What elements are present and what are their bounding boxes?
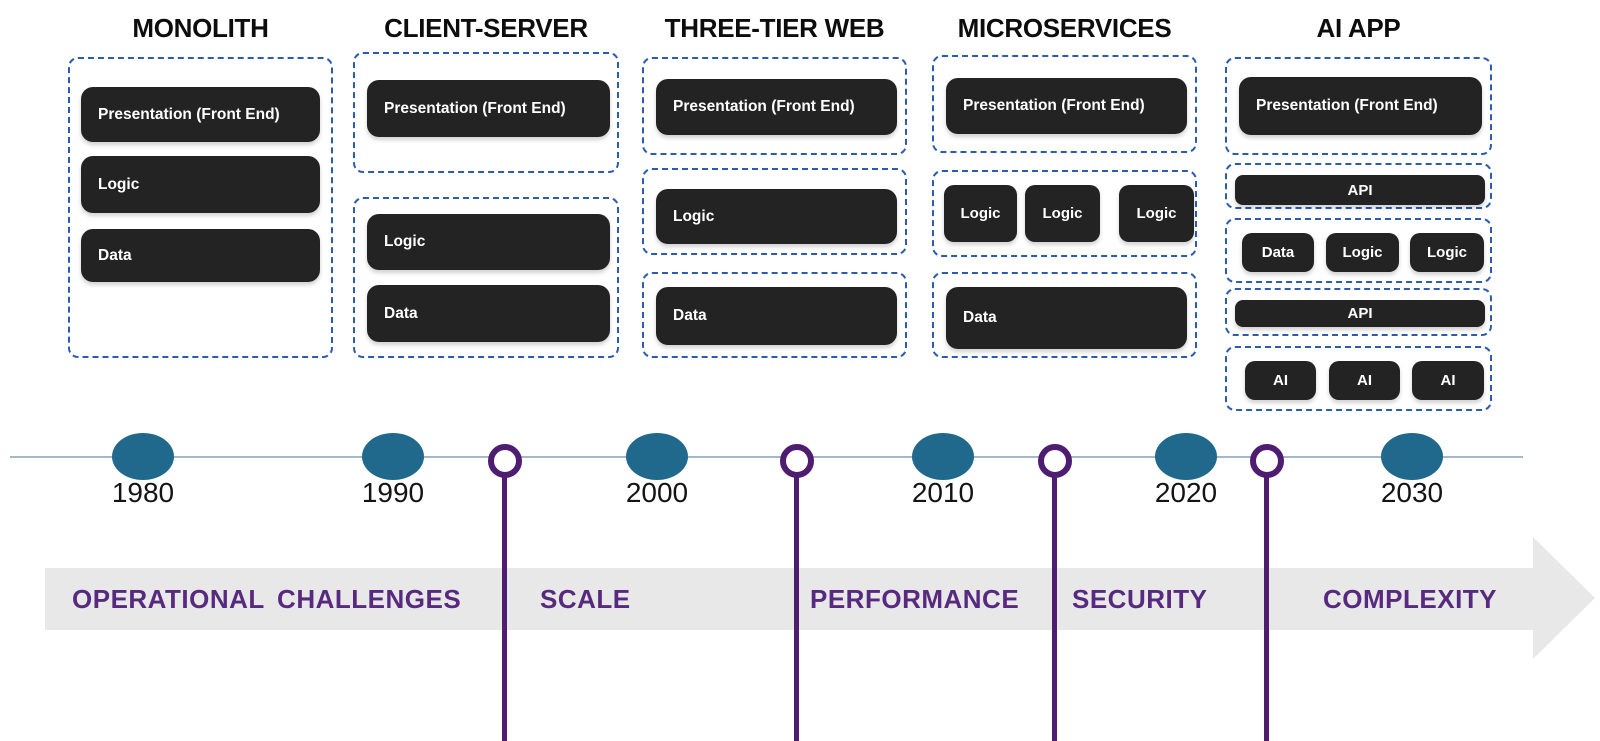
tier-box-logic: Logic [1326,233,1399,272]
challenge-label-security: SECURITY [1072,584,1208,614]
tier-group: Presentation (Front End) [932,55,1197,153]
tier-box-ai: AI [1412,361,1484,400]
tier-box-logic: Logic [944,185,1017,242]
challenge-label-scale: SCALE [540,584,631,614]
tier-box-data: Data [946,287,1187,349]
milestone-stem [794,476,799,741]
milestone-circle [1038,444,1072,478]
tier-group: Data Logic Logic [1225,218,1492,283]
tier-group: Data [932,272,1197,358]
tier-box-api: API [1235,175,1485,205]
challenge-label-operational: OPERATIONAL CHALLENGES [72,584,462,614]
challenge-label-complexity: COMPLEXITY [1323,584,1498,614]
tier-box-logic: Logic [656,189,897,244]
tier-box-presentation: Presentation (Front End) [1239,77,1482,135]
challenge-label-performance: PERFORMANCE [810,584,1020,614]
tier-box-logic: Logic [1025,185,1100,242]
timeline-dot-2030 [1381,433,1443,480]
tier-box-data: Data [81,229,320,282]
timeline-dot-2020 [1155,433,1217,480]
column-title-ai-app: AI APP [1316,13,1401,43]
tier-box-ai: AI [1329,361,1400,400]
column-title-client-server: CLIENT-SERVER [384,13,588,43]
tier-group: Logic Data [353,197,619,358]
tier-box-api: API [1235,300,1485,327]
timeline-dot-2010 [912,433,974,480]
timeline-axis [10,456,1523,458]
year-label: 2030 [1380,477,1444,508]
tier-box-presentation: Presentation (Front End) [656,79,897,135]
tier-group: Presentation (Front End) [353,52,619,173]
challenges-arrow-band [45,568,1533,630]
milestone-circle [780,444,814,478]
year-label: 2000 [625,477,689,508]
tier-box-presentation: Presentation (Front End) [367,80,610,137]
tier-box-data: Data [656,287,897,345]
tier-box-logic: Logic [367,214,610,270]
year-label: 1980 [111,477,175,508]
tier-box-ai: AI [1245,361,1316,400]
milestone-stem [502,476,507,741]
tier-box-logic: Logic [81,156,320,213]
tier-group: API [1225,288,1492,336]
year-label: 1990 [361,477,425,508]
tier-group: Presentation (Front End) Logic Data [68,57,333,358]
year-label: 2020 [1154,477,1218,508]
tier-box-data: Data [367,285,610,342]
tier-group: Data [642,272,907,358]
column-title-microservices: MICROSERVICES [957,13,1172,43]
milestone-circle [488,444,522,478]
tier-box-logic: Logic [1119,185,1194,242]
milestone-stem [1264,476,1269,741]
tier-group: Presentation (Front End) [642,57,907,155]
milestone-circle [1250,444,1284,478]
column-title-monolith: MONOLITH [132,13,269,43]
tier-group: Presentation (Front End) [1225,57,1492,155]
tier-box-presentation: Presentation (Front End) [81,87,320,142]
tier-box-data: Data [1242,233,1314,272]
tier-box-presentation: Presentation (Front End) [946,78,1187,134]
tier-group: AI AI AI [1225,346,1492,411]
tier-group: Logic Logic Logic [932,170,1197,257]
milestone-stem [1052,476,1057,741]
column-title-three-tier: THREE-TIER WEB [664,13,885,43]
year-label: 2010 [911,477,975,508]
tier-group: API [1225,163,1492,209]
timeline-dot-1980 [112,433,174,480]
arrow-head [1533,537,1595,659]
timeline-dot-1990 [362,433,424,480]
tier-group: Logic [642,168,907,255]
timeline-dot-2000 [626,433,688,480]
tier-box-logic: Logic [1410,233,1484,272]
